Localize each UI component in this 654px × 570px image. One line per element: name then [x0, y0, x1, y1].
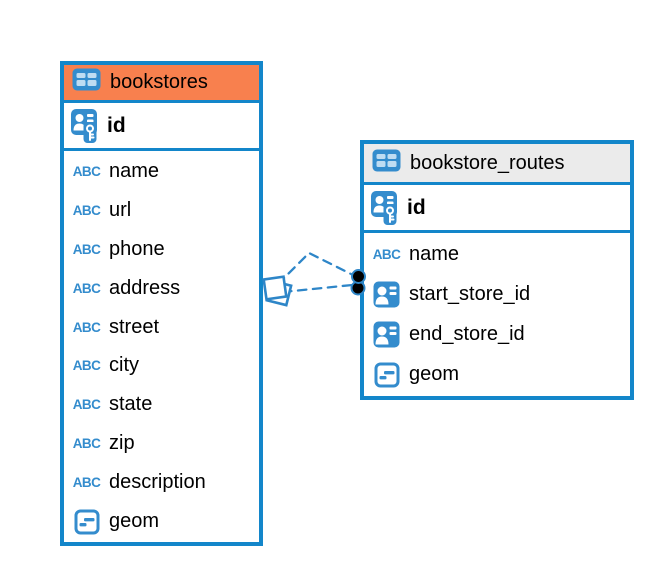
- table-title: bookstores: [110, 71, 208, 93]
- table-icon: [372, 149, 401, 178]
- foreign-key-icon: [371, 321, 402, 348]
- column-name: end_store_id: [409, 323, 525, 346]
- text-type-icon: ABC: [72, 436, 101, 452]
- text-type-icon: ABC: [72, 280, 101, 296]
- column-name: url: [109, 198, 132, 221]
- primary-key-icon: [369, 190, 399, 225]
- column-row-street[interactable]: ABC street: [64, 308, 259, 347]
- column-name: zip: [109, 432, 135, 455]
- text-type-icon: ABC: [72, 358, 101, 374]
- column-name: id: [407, 195, 426, 219]
- columns-list-bookstore-routes: ABC name start_store_id end_store_id geom: [364, 233, 630, 396]
- column-row-name[interactable]: ABC name: [364, 234, 630, 274]
- column-row-city[interactable]: ABC city: [64, 347, 259, 386]
- column-name: phone: [109, 237, 165, 260]
- text-type-icon: ABC: [72, 319, 101, 335]
- column-row-zip[interactable]: ABC zip: [64, 424, 259, 463]
- relationship-squares-marker[interactable]: [262, 275, 293, 307]
- geometry-type-icon: [71, 509, 102, 535]
- column-row-start_store_id[interactable]: start_store_id: [364, 274, 630, 314]
- column-name: name: [109, 159, 160, 182]
- column-row-end_store_id[interactable]: end_store_id: [364, 315, 630, 355]
- column-name: start_store_id: [409, 282, 531, 305]
- table-bookstore-routes[interactable]: bookstore_routes id ABC name start_store_…: [360, 140, 634, 400]
- column-row-url[interactable]: ABC url: [64, 191, 259, 230]
- column-row-name[interactable]: ABC name: [64, 152, 259, 191]
- column-row-state[interactable]: ABC state: [64, 385, 259, 424]
- foreign-key-icon: [371, 281, 402, 308]
- text-type-icon: ABC: [72, 241, 101, 257]
- table-icon: [72, 68, 101, 97]
- table-title: bookstore_routes: [410, 151, 565, 174]
- text-type-icon: ABC: [72, 163, 101, 179]
- column-row-address[interactable]: ABC address: [64, 269, 259, 308]
- column-name: name: [409, 242, 460, 265]
- table-header-bookstore-routes[interactable]: bookstore_routes: [364, 144, 630, 185]
- relationship-line-upper[interactable]: [276, 251, 355, 286]
- column-name: state: [109, 393, 153, 416]
- column-row-geom[interactable]: geom: [64, 502, 259, 541]
- column-name: city: [109, 354, 139, 377]
- column-row-id[interactable]: id: [364, 185, 630, 233]
- column-name: address: [109, 276, 181, 299]
- column-name: id: [107, 113, 126, 137]
- column-row-description[interactable]: ABC description: [64, 463, 259, 502]
- column-row-id[interactable]: id: [64, 103, 259, 151]
- column-name: street: [109, 315, 160, 338]
- geometry-type-icon: [371, 362, 402, 388]
- primary-key-icon: [69, 108, 99, 143]
- text-type-icon: ABC: [72, 475, 101, 491]
- column-name: geom: [109, 510, 160, 533]
- table-header-bookstores[interactable]: bookstores: [64, 65, 259, 103]
- column-name: geom: [409, 363, 460, 386]
- text-type-icon: ABC: [72, 202, 101, 218]
- text-type-icon: ABC: [372, 246, 401, 262]
- relationship-line-lower[interactable]: [281, 283, 354, 294]
- column-name: description: [109, 471, 206, 494]
- column-row-geom[interactable]: geom: [364, 355, 630, 395]
- column-row-phone[interactable]: ABC phone: [64, 230, 259, 269]
- text-type-icon: ABC: [72, 397, 101, 413]
